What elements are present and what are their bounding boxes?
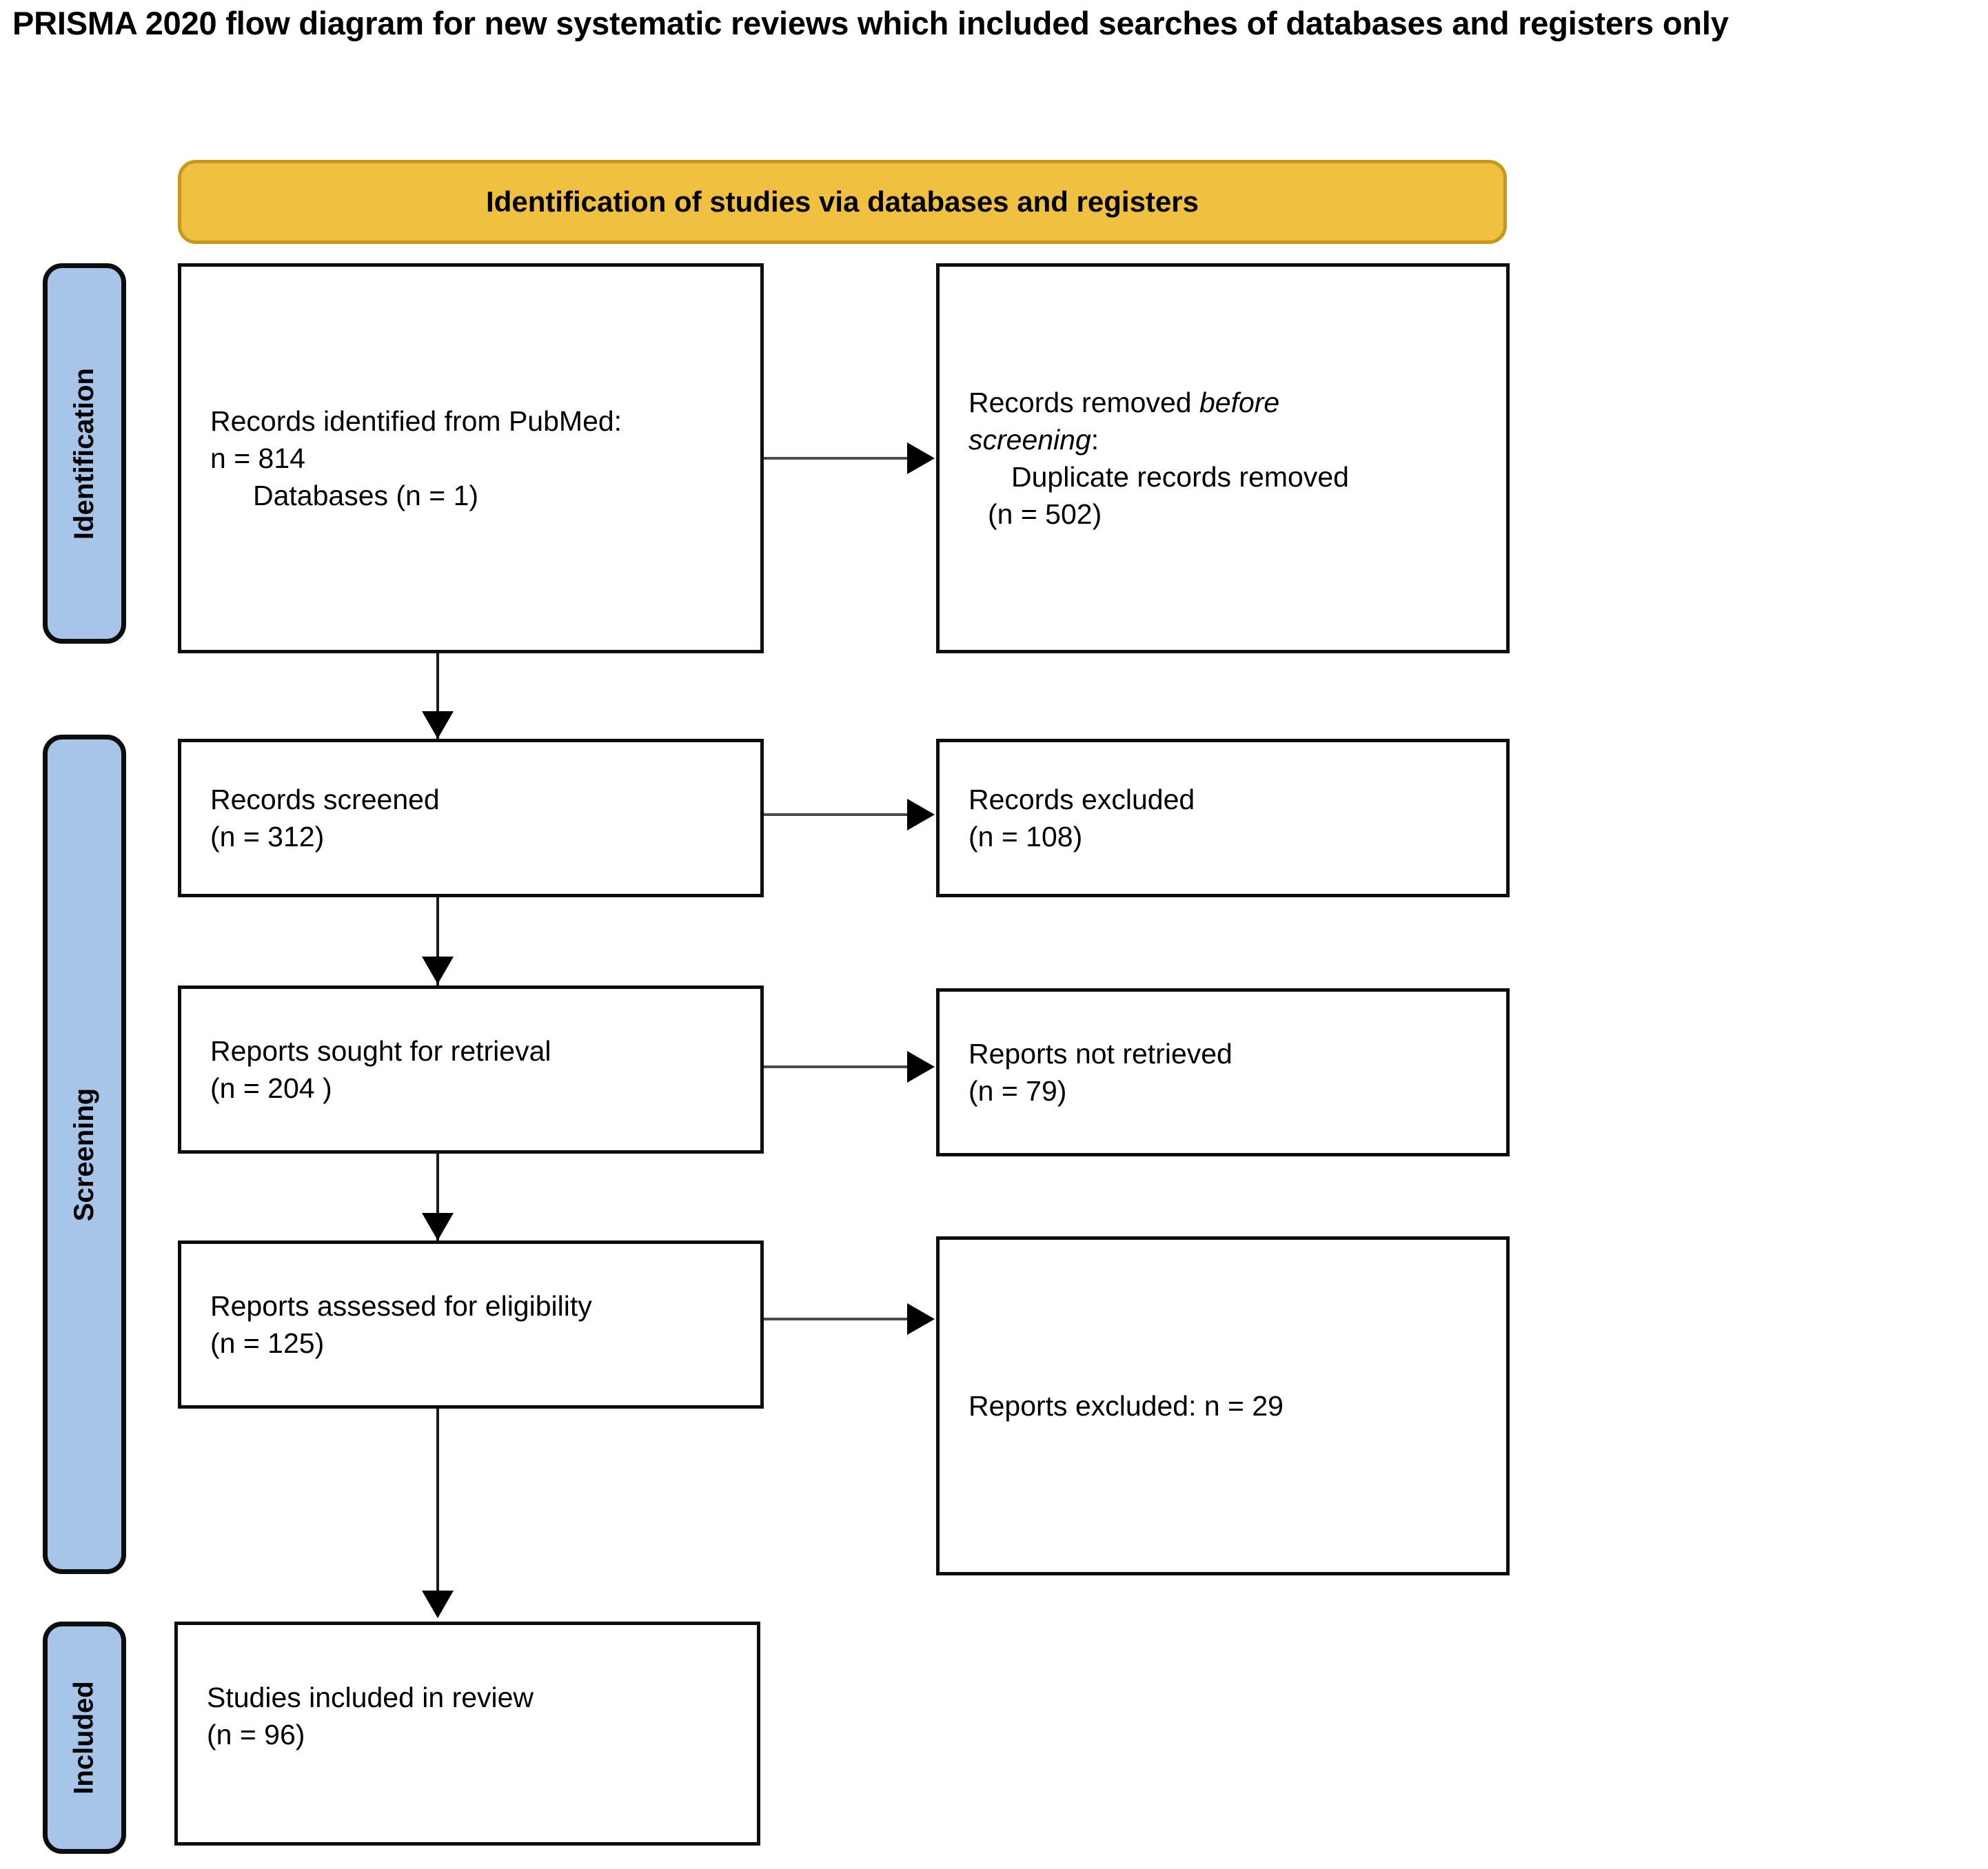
box-reports-not-retrieved-text: Reports not retrieved (n = 79) xyxy=(968,1035,1491,1110)
reports-assessed-line2: (n = 125) xyxy=(210,1327,325,1359)
phase-rail-screening: Screening xyxy=(43,735,126,1574)
connector-identified-to-screened xyxy=(436,653,439,742)
reports-not-retrieved-line1: Reports not retrieved xyxy=(968,1037,1233,1070)
connector-screened-to-sought xyxy=(436,897,439,985)
connector-assessed-to-reports-excluded xyxy=(764,1318,909,1320)
arrowhead-assessed-to-included xyxy=(422,1591,454,1618)
arrowhead-screened-to-sought xyxy=(422,957,454,984)
arrowhead-sought-to-assessed xyxy=(422,1213,454,1240)
records-screened-line2: (n = 312) xyxy=(210,821,325,852)
records-removed-line1-b: before xyxy=(1199,386,1280,418)
records-removed-line2-b: : xyxy=(1091,423,1099,456)
box-reports-not-retrieved: Reports not retrieved (n = 79) xyxy=(936,988,1510,1156)
arrowhead-sought-to-not-retrieved xyxy=(907,1051,935,1083)
arrowhead-identified-to-removed xyxy=(907,442,935,474)
box-records-removed: Records removed before screening: Duplic… xyxy=(936,263,1510,653)
reports-assessed-line1: Reports assessed for eligibility xyxy=(210,1289,592,1322)
records-identified-line1: Records identified from PubMed: xyxy=(210,405,622,437)
studies-included-line2: (n = 96) xyxy=(207,1719,305,1751)
box-records-excluded: Records excluded (n = 108) xyxy=(936,739,1510,897)
records-screened-line1: Records screened xyxy=(210,783,440,815)
box-reports-excluded-text: Reports excluded: n = 29 xyxy=(968,1387,1491,1424)
phase-rail-label-identification: Identification xyxy=(69,367,100,540)
connector-assessed-to-included xyxy=(436,1409,439,1610)
arrowhead-identified-to-screened xyxy=(422,711,454,739)
records-removed-line4: (n = 502) xyxy=(988,498,1102,531)
records-removed-line1-a: Records removed xyxy=(968,386,1199,418)
box-studies-included: Studies included in review (n = 96) xyxy=(174,1622,760,1846)
box-reports-excluded: Reports excluded: n = 29 xyxy=(936,1236,1510,1575)
box-reports-assessed: Reports assessed for eligibility (n = 12… xyxy=(178,1240,764,1409)
phase-rail-identification: Identification xyxy=(43,263,126,644)
phase-rail-label-included: Included xyxy=(69,1681,100,1795)
records-identified-line3: Databases (n = 1) xyxy=(253,480,479,512)
records-removed-line2-a: screening xyxy=(968,423,1091,456)
connector-sought-to-assessed xyxy=(436,1154,439,1242)
arrowhead-screened-to-excluded xyxy=(907,799,935,830)
records-excluded-line2: (n = 108) xyxy=(968,821,1083,852)
box-reports-sought: Reports sought for retrieval (n = 204 ) xyxy=(178,985,764,1154)
stage-banner-identification: Identification of studies via databases … xyxy=(178,160,1507,244)
arrowhead-assessed-to-reports-excluded xyxy=(907,1303,935,1335)
box-records-identified: Records identified from PubMed: n = 814 … xyxy=(178,263,764,653)
reports-sought-line1: Reports sought for retrieval xyxy=(210,1034,551,1067)
studies-included-line1: Studies included in review xyxy=(207,1682,534,1713)
records-removed-line3: Duplicate records removed xyxy=(1011,461,1349,493)
stage-banner-label: Identification of studies via databases … xyxy=(486,185,1199,218)
box-records-removed-text: Records removed before screening: Duplic… xyxy=(968,384,1491,533)
phase-rail-included: Included xyxy=(43,1622,126,1854)
connector-sought-to-not-retrieved xyxy=(764,1065,909,1068)
connector-screened-to-excluded xyxy=(764,813,909,816)
box-records-identified-text: Records identified from PubMed: n = 814 … xyxy=(210,402,745,514)
reports-excluded-line1: Reports excluded: n = 29 xyxy=(968,1389,1284,1422)
reports-sought-line2: (n = 204 ) xyxy=(210,1072,332,1104)
box-studies-included-text: Studies included in review (n = 96) xyxy=(207,1679,742,1753)
phase-rail-label-screening: Screening xyxy=(69,1087,99,1221)
records-identified-line2: n = 814 xyxy=(210,442,305,474)
connector-identified-to-removed xyxy=(764,457,909,460)
box-records-excluded-text: Records excluded (n = 108) xyxy=(968,781,1491,855)
box-records-screened: Records screened (n = 312) xyxy=(178,739,764,897)
box-reports-sought-text: Reports sought for retrieval (n = 204 ) xyxy=(210,1032,745,1107)
reports-not-retrieved-line2: (n = 79) xyxy=(968,1075,1067,1107)
box-reports-assessed-text: Reports assessed for eligibility (n = 12… xyxy=(210,1287,745,1362)
box-records-screened-text: Records screened (n = 312) xyxy=(210,781,745,855)
page-title: PRISMA 2020 flow diagram for new systema… xyxy=(12,5,1729,41)
records-excluded-line1: Records excluded xyxy=(968,783,1195,815)
